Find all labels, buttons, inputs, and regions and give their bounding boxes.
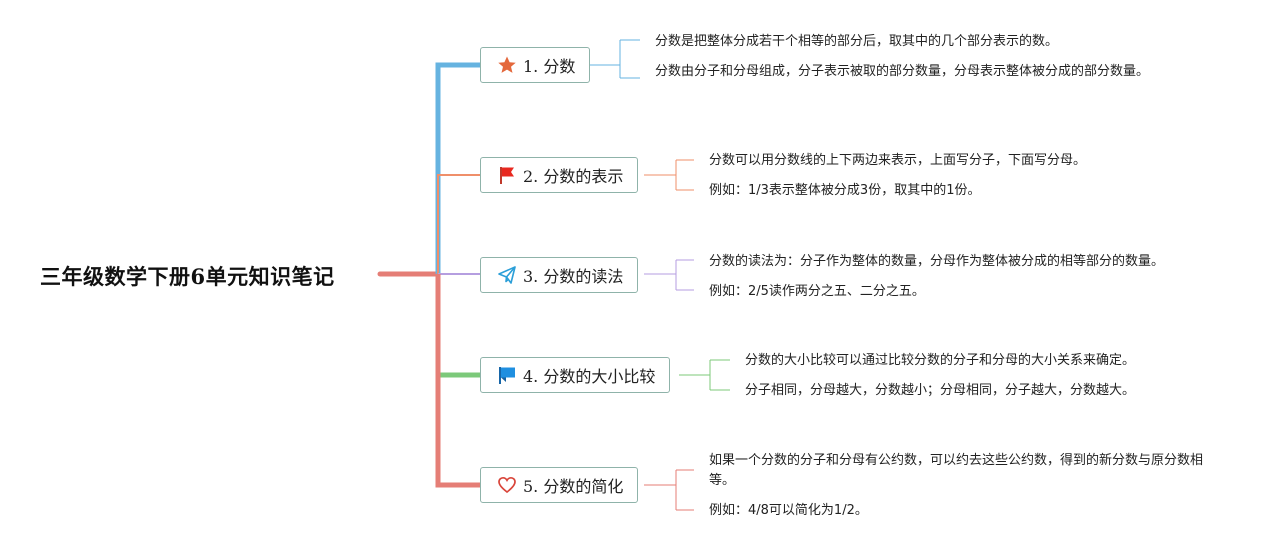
- topic-fraction[interactable]: 1. 分数: [480, 47, 591, 83]
- branch-2-line: [437, 174, 480, 274]
- note-connector-3: [644, 259, 694, 291]
- topic-label: 3. 分数的读法: [523, 267, 624, 286]
- note-connector-5: [644, 469, 694, 511]
- branch-5-line: [435, 274, 480, 488]
- note-connector-2: [644, 159, 694, 191]
- note-text: 分数可以用分数线的上下两边来表示，上面写分子，下面写分母。: [709, 153, 1087, 168]
- branch-1-line: [435, 62, 480, 274]
- note-text: 例如：1/3表示整体被分成3份，取其中的1份。: [709, 183, 981, 198]
- note-text: 分数的读法为：分子作为整体的数量，分母作为整体被分成的相等部分的数量。: [709, 254, 1165, 269]
- topic-fraction-comparison[interactable]: 4. 分数的大小比较: [480, 357, 671, 393]
- star-icon: [497, 55, 517, 75]
- heart-icon: [497, 475, 517, 495]
- note-connector-4: [679, 359, 730, 391]
- note-connector-1: [590, 39, 640, 79]
- note-text: 分子相同，分母越大，分数越小；分母相同，分子越大，分数越大。: [745, 383, 1136, 398]
- paper-plane-icon: [497, 265, 517, 285]
- topic-fraction-reading[interactable]: 3. 分数的读法: [480, 257, 639, 293]
- note-text: 分数是把整体分成若干个相等的部分后，取其中的几个部分表示的数。: [655, 34, 1059, 49]
- topic-fraction-representation[interactable]: 2. 分数的表示: [480, 157, 639, 193]
- root-topic[interactable]: 三年级数学下册6单元知识笔记: [40, 264, 335, 289]
- topic-label: 5. 分数的简化: [523, 477, 624, 496]
- flag-blue-icon: [497, 365, 517, 385]
- flag-red-icon: [497, 165, 517, 185]
- topic-label: 4. 分数的大小比较: [523, 367, 656, 386]
- branch-4-line: [435, 274, 480, 378]
- note-text: 如果一个分数的分子和分母有公约数，可以约去这些公约数，得到的新分数与原分数相等。: [709, 453, 1204, 488]
- note-text: 分数由分子和分母组成，分子表示被取的部分数量，分母表示整体被分成的部分数量。: [655, 64, 1150, 79]
- topic-fraction-simplification[interactable]: 5. 分数的简化: [480, 467, 639, 503]
- topic-label: 2. 分数的表示: [523, 167, 624, 186]
- note-text: 例如：4/8可以简化为1/2。: [709, 503, 868, 518]
- note-text: 例如：2/5读作两分之五、二分之五。: [709, 284, 925, 299]
- note-text: 分数的大小比较可以通过比较分数的分子和分母的大小关系来确定。: [745, 353, 1136, 368]
- topic-label: 1. 分数: [523, 57, 576, 76]
